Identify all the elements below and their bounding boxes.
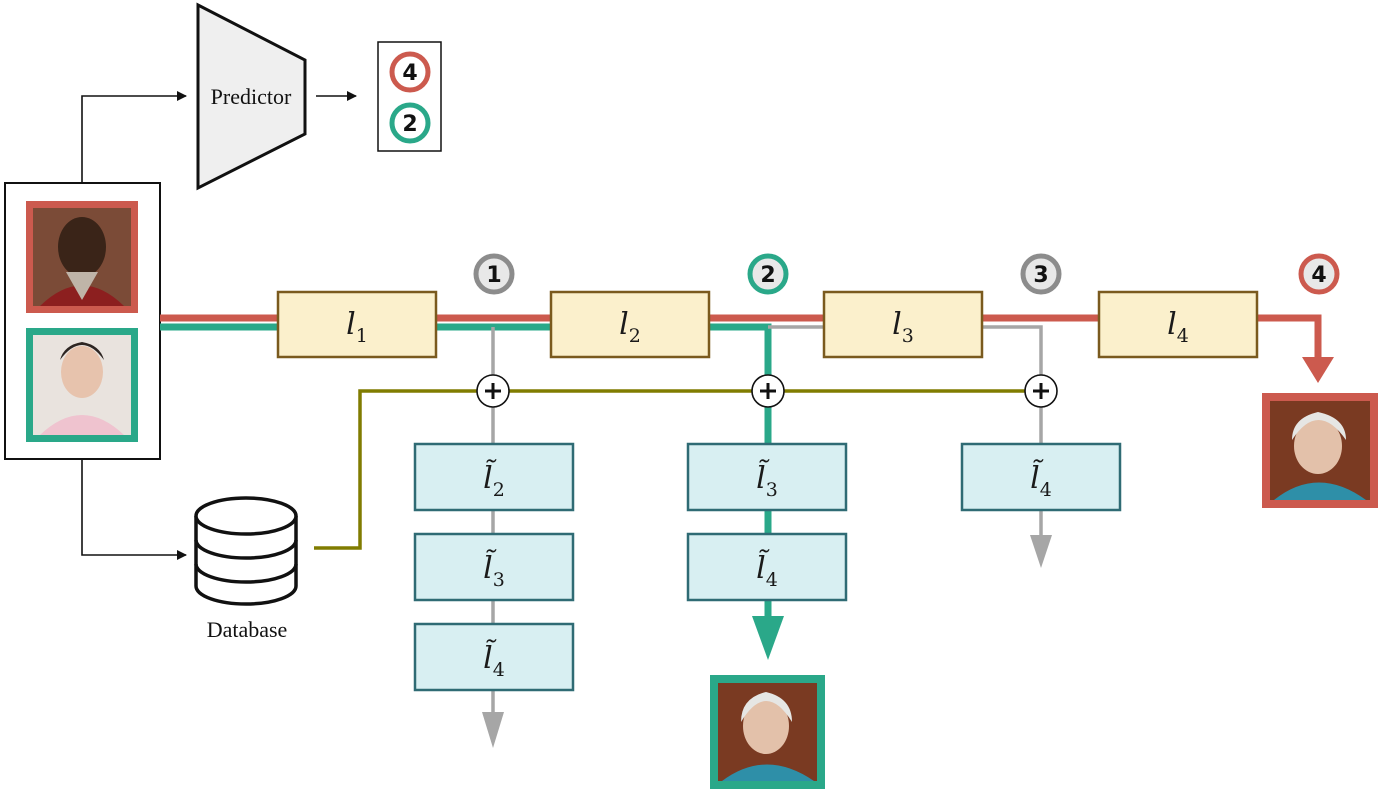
step-badge: 2 xyxy=(747,253,789,295)
plus-junction-icon xyxy=(476,374,510,408)
branch-layer-box: l̃4 xyxy=(960,442,1122,512)
step-value: 3 xyxy=(1033,263,1048,288)
input-frame xyxy=(4,182,161,460)
layer-subscript: 4 xyxy=(493,659,505,681)
layer-subscript: 4 xyxy=(1040,479,1052,501)
layer-label: l̃3 xyxy=(756,459,778,501)
branch-layer-box: l̃4 xyxy=(686,532,848,602)
step-markers: 1 2 3 4 xyxy=(473,253,1340,295)
step-badge: 3 xyxy=(1020,253,1062,295)
database-label: Database xyxy=(207,617,288,642)
branch-layer-box: l̃2 xyxy=(413,442,575,512)
branch-layer-box: l̃3 xyxy=(686,442,848,512)
layer-subscript: 2 xyxy=(493,479,505,501)
legend-step-badge: 4 xyxy=(389,51,431,93)
database-feed-line xyxy=(314,389,1041,550)
layer-label: l2 xyxy=(619,307,641,347)
layer-subscript: 1 xyxy=(356,325,368,347)
layer-symbol: l xyxy=(1167,307,1177,342)
plus-junctions xyxy=(476,374,1058,408)
face-photo-woman-icon xyxy=(1262,393,1378,508)
step-badge: 1 xyxy=(473,253,515,295)
face-photo-woman-icon xyxy=(710,675,825,789)
step-value: 2 xyxy=(760,263,775,288)
branch-layer-box: l̃3 xyxy=(413,532,575,602)
step-badge: 4 xyxy=(1298,253,1340,295)
step-value: 1 xyxy=(486,263,501,288)
layer-subscript: 4 xyxy=(766,569,778,591)
plus-junction-icon xyxy=(751,374,785,408)
main-layer-box: l4 xyxy=(1097,290,1259,359)
face-photo-man-icon xyxy=(26,328,138,442)
layer-symbol: l xyxy=(892,307,902,342)
main-layer-box: l3 xyxy=(822,290,984,359)
database-cylinder-icon: Database xyxy=(194,496,298,642)
legend-step-badge: 2 xyxy=(389,102,431,144)
prediction-legend: 42 xyxy=(377,41,442,152)
legend-step-value: 2 xyxy=(402,112,417,137)
face-photo-man-icon xyxy=(26,201,138,313)
layer-symbol: l xyxy=(346,307,356,342)
main-layer-box: l1 xyxy=(276,290,438,359)
plus-junction-icon xyxy=(1024,374,1058,408)
main-layer-box: l2 xyxy=(549,290,711,359)
predictor-block: Predictor xyxy=(196,2,307,191)
input-connectors xyxy=(81,91,357,560)
layer-subscript: 3 xyxy=(493,569,505,591)
layer-subscript: 3 xyxy=(766,479,778,501)
legend-step-value: 4 xyxy=(402,61,417,86)
layer-label: l1 xyxy=(346,307,368,347)
layer-subscript: 2 xyxy=(629,325,641,347)
layer-label: l3 xyxy=(892,307,914,347)
branch-layers: l̃2 l̃3 l̃4 l̃3 l̃4 l̃4 xyxy=(413,442,1122,692)
layer-symbol: l xyxy=(619,307,629,342)
layer-subscript: 4 xyxy=(1177,325,1189,347)
branch-layer-box: l̃4 xyxy=(413,622,575,692)
layer-label: l4 xyxy=(1167,307,1189,347)
layer-subscript: 3 xyxy=(902,325,914,347)
step-value: 4 xyxy=(1311,263,1326,288)
predictor-label: Predictor xyxy=(211,84,292,109)
